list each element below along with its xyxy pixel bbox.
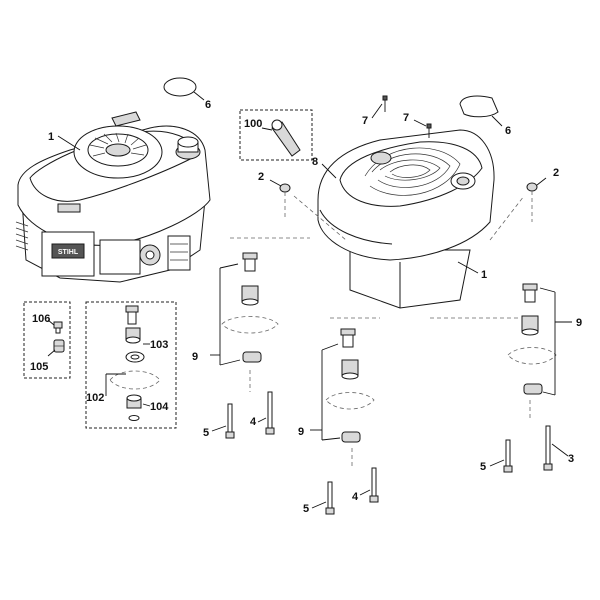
nut-parts [269, 177, 547, 222]
callout-mount-a: 9 [192, 351, 198, 363]
callout-spark-plug-cap: 100 [244, 118, 262, 130]
mount-group-right [430, 283, 572, 396]
callout-nut-right: 2 [553, 167, 559, 179]
spark-plug-cap-box [239, 109, 313, 161]
bolt-parts [211, 391, 569, 515]
engine-assembly-left: STIHL [15, 111, 211, 283]
callout-screw-b: 7 [403, 112, 409, 124]
callout-screw-a: 7 [362, 115, 368, 127]
callout-bolt-d: 5 [303, 503, 309, 515]
callout-bolt-e: 5 [480, 461, 486, 473]
callout-bolt-b: 4 [352, 491, 359, 503]
hood-assembly [317, 129, 495, 309]
callout-cap-left: 6 [205, 99, 211, 111]
callout-bolt-c: 5 [203, 427, 209, 439]
callout-hood: 8 [312, 156, 318, 168]
mount-group-left [210, 237, 310, 392]
callout-kit-screw: 106 [32, 313, 50, 325]
callout-mount-ring-a: 103 [150, 339, 168, 351]
callout-kit-nut: 105 [30, 361, 48, 373]
callout-mount-b: 9 [298, 426, 304, 438]
callout-mount-kit: 102 [86, 392, 104, 404]
engine-brand-logo: STIHL [58, 249, 79, 256]
screw-parts [371, 95, 432, 138]
kit-screw-part [53, 321, 63, 334]
kit-box-102 [85, 301, 177, 429]
callout-engine-left: 1 [48, 131, 54, 143]
callout-nut-left: 2 [258, 171, 264, 183]
callout-engine-right: 1 [481, 269, 487, 281]
cap-right-part [459, 95, 503, 127]
kit-box-left [23, 301, 71, 379]
mount-group-center [310, 317, 380, 443]
kit-nut-part [53, 339, 65, 353]
callout-mount-c: 9 [576, 317, 582, 329]
callout-bolt-long: 3 [568, 453, 574, 465]
callout-cap-right: 6 [505, 125, 511, 137]
callout-mount-ring-b: 104 [150, 401, 169, 413]
cap-left-part [163, 77, 205, 101]
callout-bolt-a: 4 [250, 416, 257, 428]
